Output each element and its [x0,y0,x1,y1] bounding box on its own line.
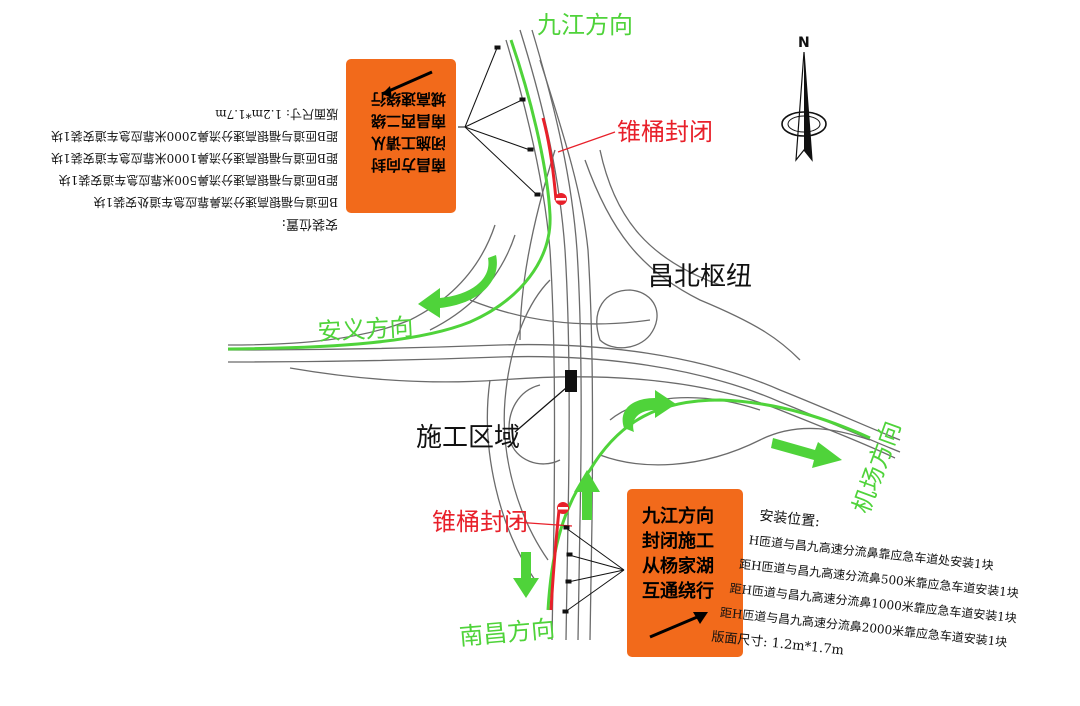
sign-bottom-line-2: 封闭施工 [642,530,714,552]
install-top-title: 安装位置: [282,216,338,231]
green-arrow-west [418,255,497,318]
install-notes-top: 安装位置: B匝道与福银高速分流鼻靠应急车道处安装1块 距B匝道与福银高速分流鼻… [51,107,338,231]
direction-label-jiujiang: 九江方向 [537,11,633,39]
closure-marker-top [555,193,567,205]
green-arrow-north [574,470,600,520]
north-compass-icon: N [781,35,827,162]
sign-bottom-line-4: 互通绕行 [642,580,714,602]
construction-block [565,370,577,392]
sign-top-arrow-icon [381,70,433,98]
detour-routes [227,39,871,611]
construction-zone-label: 施工区域 [416,423,520,453]
green-arrow-east-loop [622,390,676,432]
install-bottom-title: 安装位置: [759,508,821,530]
cone-closure-label-bottom: 锥桶封闭 [432,508,528,536]
sign-top-line-2: 闭施工请从 [371,134,446,152]
green-arrow-east [771,438,842,468]
sign-bottom-line-1: 九江方向 [641,505,714,527]
compass-n-label: N [798,35,810,51]
interchange-name: 昌北枢纽 [648,262,752,292]
install-top-line-1: B匝道与福银高速分流鼻靠应急车道处安装1块 [94,195,338,210]
install-top-size: 版面尺寸: 1.2m*1.7m [215,107,338,121]
sign-top-line-3: 南昌西二绕 [371,112,446,130]
sign-fan-top [420,45,541,197]
detour-sign-bottom: 九江方向 封闭施工 从杨家湖 互通绕行 [625,487,745,659]
sign-top-line-1: 南昌方向封 [371,156,446,174]
road-network [227,29,901,641]
install-top-line-2: 距B匝道与福银高速分流鼻500米靠应急车道安装1块 [59,173,338,188]
sign-bottom-line-3: 从杨家湖 [642,555,714,577]
install-notes-bottom: 安装位置: H匝道与昌九高速分流鼻靠应急车道处安装1块 距H匝道与昌九高速分流鼻… [711,508,1020,658]
detour-sign-top: 南昌方向封 闭施工请从 南昌西二绕 城高速绕行 [344,57,458,215]
green-arrow-south [513,552,539,598]
sign-fan-bottom [562,525,625,614]
install-top-line-4: 距B匝道与福银高速分流鼻2000米靠应急车道安装1块 [51,129,338,144]
closure-marker-bottom [557,502,569,514]
install-top-line-3: 距B匝道与福银高速分流鼻1000米靠应急车道安装1块 [51,151,338,166]
sign-bottom-arrow-icon [649,612,708,639]
closure-segments [541,117,561,611]
cone-closure-label-top: 锥桶封闭 [617,118,713,146]
direction-label-nanchang: 南昌方向 [458,615,556,651]
direction-label-anyi: 安义方向 [317,313,414,346]
